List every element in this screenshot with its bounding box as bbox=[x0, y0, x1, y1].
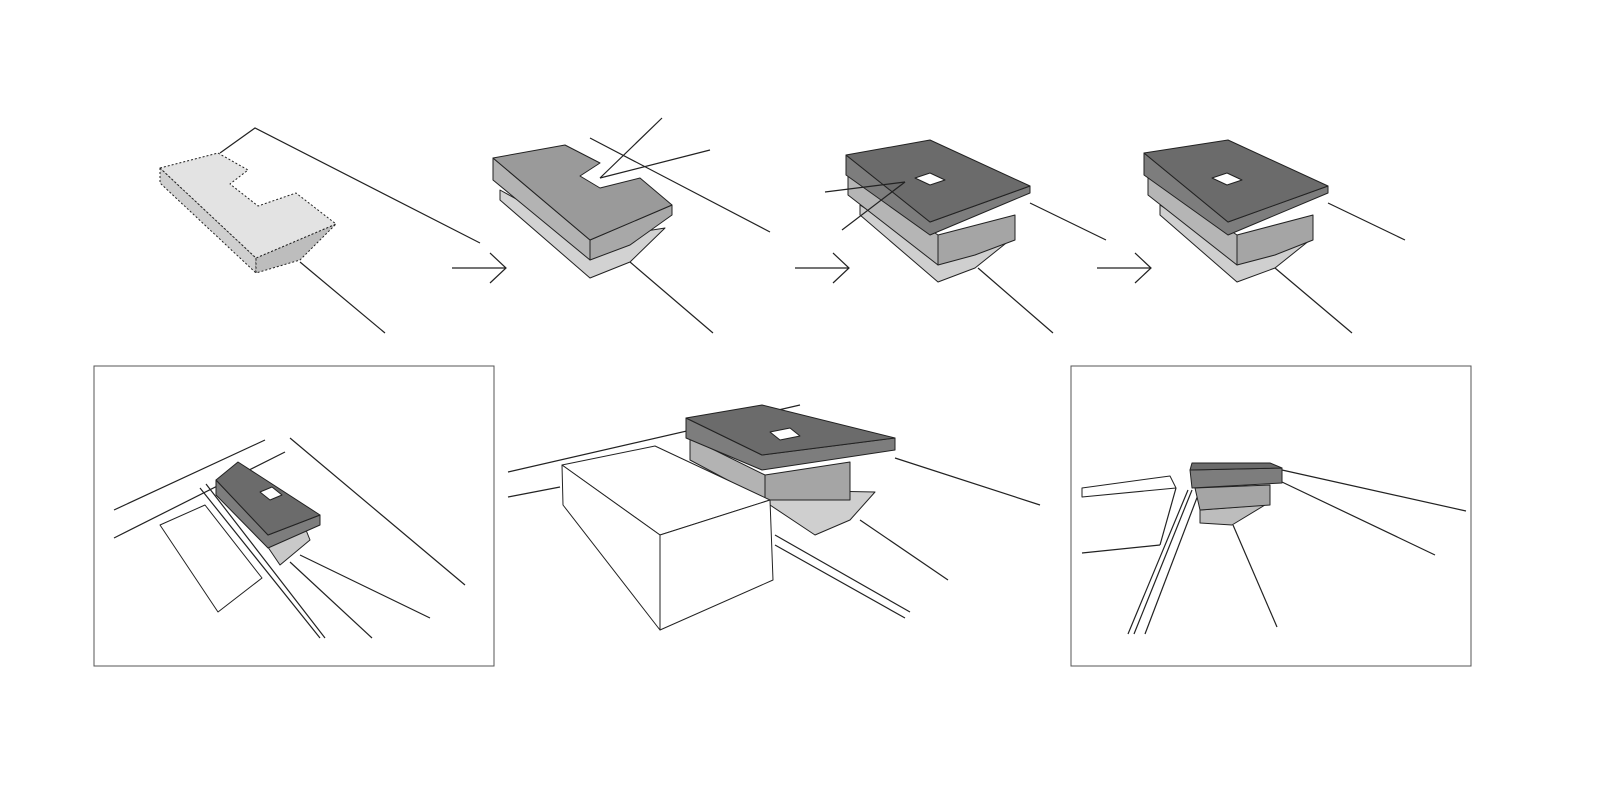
arrow-right-icon bbox=[795, 252, 850, 284]
pedestrian-perspective-view bbox=[1070, 365, 1472, 667]
step-1-footprint-volume bbox=[159, 127, 481, 334]
step-4-final-volume bbox=[1143, 139, 1406, 334]
arrow-right-icon bbox=[1097, 252, 1152, 284]
step-3-ring-volume bbox=[824, 139, 1107, 334]
step-2-rotated-volume bbox=[492, 117, 771, 334]
arrow-right-icon bbox=[452, 252, 507, 284]
site-aerial-view bbox=[93, 365, 495, 667]
street-perspective-view bbox=[507, 404, 1041, 631]
